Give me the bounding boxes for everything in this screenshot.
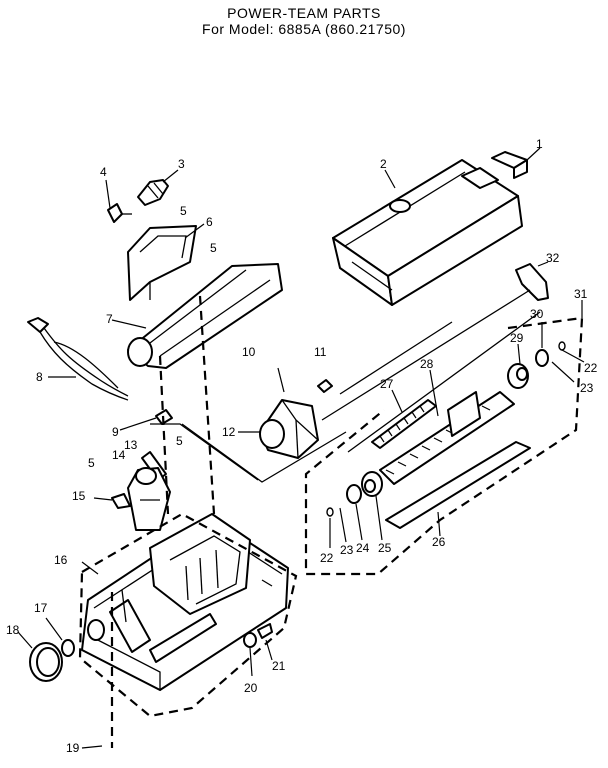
part-25-end-cap bbox=[361, 471, 383, 541]
part-32-belt bbox=[515, 261, 549, 301]
callout-19: 19 bbox=[66, 741, 80, 755]
guide-cord-to-motor bbox=[181, 423, 347, 483]
part-2-hood bbox=[332, 159, 523, 306]
part-3-bulb bbox=[137, 169, 179, 206]
part-14-pivot bbox=[127, 467, 171, 531]
callout-22-right: 22 bbox=[584, 361, 598, 375]
callout-1: 1 bbox=[536, 137, 543, 151]
part-15-bracket bbox=[93, 493, 131, 509]
guide-lens-to-base bbox=[198, 295, 216, 515]
part-23-left-washer bbox=[339, 507, 347, 543]
part-4-socket bbox=[105, 179, 132, 223]
model-subtitle: For Model: 6885A (860.21750) bbox=[202, 21, 406, 37]
callout-12: 12 bbox=[222, 425, 236, 439]
callout-29: 29 bbox=[510, 331, 524, 345]
guide-plug-to-hood bbox=[339, 321, 453, 395]
callout-20: 20 bbox=[244, 681, 258, 695]
part-24-bearing bbox=[346, 484, 363, 541]
leader-19 bbox=[81, 745, 103, 749]
guide-connector bbox=[150, 423, 259, 481]
group-outline-16 bbox=[78, 512, 298, 718]
callout-7: 7 bbox=[106, 312, 113, 326]
part-26-bottom-plate bbox=[385, 441, 531, 537]
callout-23-left: 23 bbox=[340, 543, 354, 557]
callout-5b: 5 bbox=[210, 241, 217, 255]
guide-motor-to-belt bbox=[321, 289, 531, 421]
part-7-bumper bbox=[111, 263, 283, 369]
callout-32: 32 bbox=[546, 251, 560, 265]
callout-31: 31 bbox=[574, 287, 588, 301]
part-27-bristle-strip bbox=[371, 389, 437, 449]
callout-25: 25 bbox=[378, 541, 392, 555]
callout-17: 17 bbox=[34, 601, 48, 615]
part-8-cord bbox=[27, 317, 129, 401]
callout-5d: 5 bbox=[88, 456, 95, 470]
group-outline-31 bbox=[304, 300, 584, 576]
callout-22-left: 22 bbox=[320, 551, 334, 565]
leader-10 bbox=[277, 367, 285, 393]
part-21-clip bbox=[257, 623, 273, 661]
callout-26: 26 bbox=[432, 535, 446, 549]
callout-30: 30 bbox=[530, 307, 544, 321]
part-17-washer bbox=[45, 617, 75, 657]
part-28-brush-roll bbox=[379, 369, 515, 485]
callout-13: 13 bbox=[124, 438, 138, 452]
part-11-plug bbox=[317, 379, 333, 393]
leader-23-right bbox=[551, 361, 575, 383]
callout-9: 9 bbox=[112, 425, 119, 439]
callout-6: 6 bbox=[206, 215, 213, 229]
part-30-bearing bbox=[535, 322, 549, 367]
callout-16: 16 bbox=[54, 553, 68, 567]
callout-28: 28 bbox=[420, 357, 434, 371]
callout-8: 8 bbox=[36, 370, 43, 384]
callout-15: 15 bbox=[72, 489, 86, 503]
part-22-left-screw bbox=[326, 507, 334, 548]
callout-23-right: 23 bbox=[580, 381, 594, 395]
callout-3: 3 bbox=[178, 157, 185, 171]
guide-bumper-to-base bbox=[158, 355, 170, 515]
part-20-screw bbox=[243, 632, 257, 677]
part-16-base bbox=[81, 513, 289, 692]
callout-27: 27 bbox=[380, 377, 394, 391]
callout-11: 11 bbox=[314, 345, 327, 359]
part-12-motor bbox=[238, 399, 319, 459]
part-29-end-cap bbox=[507, 343, 529, 389]
part-6-lens-housing bbox=[127, 223, 205, 301]
callout-10: 10 bbox=[242, 345, 256, 359]
callout-21: 21 bbox=[272, 659, 286, 673]
callout-18: 18 bbox=[6, 623, 20, 637]
part-22-right-screw bbox=[558, 341, 585, 363]
part-1-clip bbox=[491, 147, 541, 179]
callout-5c: 5 bbox=[176, 434, 183, 448]
part-18-wheel bbox=[17, 631, 63, 682]
callout-2: 2 bbox=[380, 157, 387, 171]
diagram-title: POWER-TEAM PARTS bbox=[227, 5, 381, 21]
callout-5a: 5 bbox=[180, 204, 187, 218]
callout-24: 24 bbox=[356, 541, 370, 555]
callout-4: 4 bbox=[100, 165, 107, 179]
guide-motor-to-brush bbox=[347, 311, 541, 453]
callout-14: 14 bbox=[112, 448, 126, 462]
